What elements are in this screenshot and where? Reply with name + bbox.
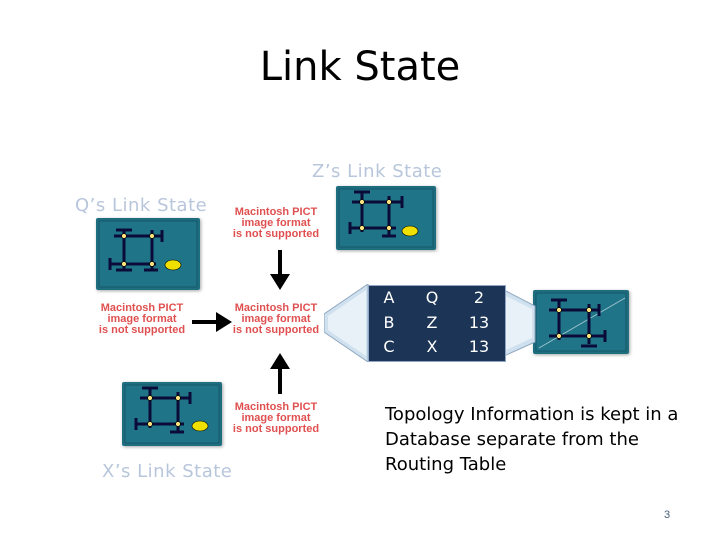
table-left-connector [324, 284, 369, 362]
pict-placeholder-center: Macintosh PICT image format is not suppo… [228, 303, 324, 336]
arrow-right-icon [192, 312, 232, 332]
pict-placeholder-left: Macintosh PICT image format is not suppo… [94, 303, 190, 336]
arrow-down-icon [270, 250, 290, 290]
table-cell: Q [425, 288, 439, 307]
table-right-connector [504, 290, 536, 356]
pict-line-3: is not supported [232, 324, 320, 336]
table-cell: Z [426, 313, 438, 332]
z-link-state-label: Z’s Link State [312, 161, 443, 182]
x-network-tile [122, 382, 222, 446]
z-network-tile [336, 186, 436, 250]
q-link-state-label: Q’s Link State [75, 195, 208, 216]
table-cell: C [383, 337, 395, 356]
pict-line-1: Macintosh PICT [234, 206, 318, 218]
table-cell: 13 [468, 313, 490, 332]
x-link-state-label: X’s Link State [102, 461, 233, 482]
q-network-tile [96, 218, 200, 290]
slide-title: Link State [259, 44, 461, 90]
table-cell: B [383, 313, 395, 332]
pict-line-1: Macintosh PICT [234, 302, 318, 314]
table-cell: 13 [468, 337, 490, 356]
pict-line-1: Macintosh PICT [234, 401, 318, 413]
pict-line-2: image format [241, 217, 311, 229]
pict-line-1: Macintosh PICT [100, 302, 184, 314]
pict-line-3: is not supported [232, 423, 320, 435]
pict-placeholder-bottom: Macintosh PICT image format is not suppo… [228, 402, 324, 435]
table-cell: 2 [473, 288, 485, 307]
pict-line-3: is not supported [232, 228, 320, 240]
routing-table: A Q 2 B Z 13 C X 13 [368, 285, 506, 362]
arrow-up-icon [270, 353, 290, 394]
pict-placeholder-top: Macintosh PICT image format is not suppo… [228, 207, 324, 240]
page-number: 3 [664, 509, 671, 521]
pict-line-3: is not supported [98, 324, 186, 336]
table-cell: A [383, 288, 395, 307]
router-network-tile [533, 290, 629, 354]
pict-line-2: image format [107, 313, 177, 325]
table-cell: X [426, 337, 438, 356]
pict-line-2: image format [241, 313, 311, 325]
pict-line-2: image format [241, 412, 311, 424]
topology-description: Topology Information is kept in a Databa… [385, 404, 679, 475]
